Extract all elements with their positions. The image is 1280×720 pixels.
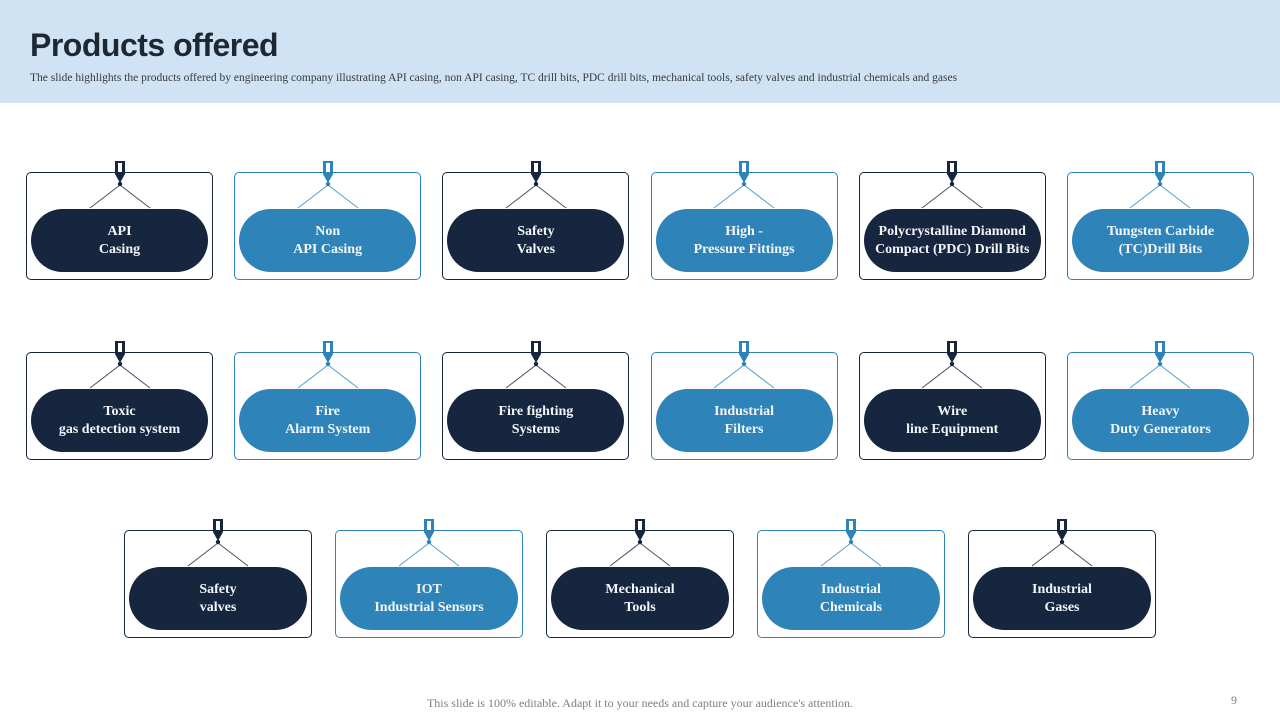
- crane-hook-icon: [706, 341, 782, 389]
- product-label-line2: Tools: [624, 599, 656, 615]
- crane-hook-icon: [290, 161, 366, 209]
- product-label-line2: Industrial Sensors: [374, 599, 484, 615]
- crane-hook-icon: [914, 161, 990, 209]
- product-pill: Wire line Equipment: [863, 389, 1041, 452]
- crane-hook-icon: [1024, 519, 1100, 567]
- product-label-line1: Heavy: [1141, 403, 1180, 419]
- page-number: 9: [1231, 693, 1237, 707]
- product-label-line1: Safety: [199, 581, 237, 597]
- product-label-line2: Compact (PDC) Drill Bits: [875, 241, 1030, 257]
- product-card-mechanical-tools[interactable]: Mechanical Tools: [546, 519, 734, 638]
- crane-hook-icon: [498, 341, 574, 389]
- product-label-line2: Pressure Fittings: [693, 241, 795, 257]
- product-card-industrial-gases[interactable]: Industrial Gases: [968, 519, 1156, 638]
- product-card-non-api-casing[interactable]: Non API Casing: [234, 161, 422, 280]
- product-label-line1: Polycrystalline Diamond: [878, 223, 1026, 239]
- product-card-wire-line-equipment[interactable]: Wire line Equipment: [858, 341, 1046, 460]
- product-card-fire-alarm-system[interactable]: Fire Alarm System: [234, 341, 422, 460]
- slide-subtitle: The slide highlights the products offere…: [30, 72, 958, 84]
- product-card-heavy-duty-generators[interactable]: Heavy Duty Generators: [1066, 341, 1254, 460]
- crane-hook-icon: [180, 519, 256, 567]
- product-label-line2: Filters: [724, 421, 764, 437]
- product-label-line1: Industrial: [821, 581, 881, 597]
- crane-hook-icon: [498, 161, 574, 209]
- slide-header: Products offered The slide highlights th…: [0, 0, 1280, 103]
- crane-hook-icon: [706, 161, 782, 209]
- product-pill: Tungsten Carbide (TC)Drill Bits: [1071, 209, 1249, 272]
- crane-hook-icon: [82, 161, 158, 209]
- page-title: Products offered: [30, 27, 279, 63]
- product-card-industrial-filters[interactable]: Industrial Filters: [650, 341, 838, 460]
- product-label-line1: Wire: [937, 403, 968, 419]
- product-pill: Safety Valves: [447, 209, 625, 272]
- product-label-line2: Duty Generators: [1110, 421, 1211, 437]
- crane-hook-icon: [914, 341, 990, 389]
- crane-hook-icon: [1122, 341, 1198, 389]
- product-card-pdc-drill-bits[interactable]: Polycrystalline Diamond Compact (PDC) Dr…: [858, 161, 1046, 280]
- product-card-toxic-gas-detection[interactable]: Toxic gas detection system: [26, 341, 213, 460]
- footer-note: This slide is 100% editable. Adapt it to…: [426, 696, 854, 710]
- product-label-line2: Casing: [98, 241, 141, 257]
- product-row-1: API Casing Non API Casing Safety Valves: [0, 161, 1280, 280]
- product-pill: Fire Alarm System: [239, 389, 417, 452]
- product-label-line1: Fire: [315, 403, 340, 419]
- product-pill: Industrial Gases: [973, 567, 1151, 630]
- crane-hook-icon: [602, 519, 678, 567]
- product-label-line2: valves: [199, 599, 237, 615]
- crane-hook-icon: [82, 341, 158, 389]
- product-label-line1: Fire fighting: [498, 403, 574, 419]
- product-label-line2: line Equipment: [906, 421, 999, 437]
- product-pill: IOT Industrial Sensors: [340, 567, 518, 630]
- product-label-line1: IOT: [416, 581, 442, 597]
- product-card-fire-fighting-systems[interactable]: Fire fighting Systems: [442, 341, 630, 460]
- product-label-line2: Systems: [511, 421, 560, 437]
- product-card-api-casing[interactable]: API Casing: [26, 161, 213, 280]
- product-label-line1: Toxic: [103, 403, 136, 419]
- product-pill: API Casing: [31, 209, 208, 272]
- crane-hook-icon: [391, 519, 467, 567]
- product-label-line1: High -: [725, 223, 763, 239]
- product-label-line2: Gases: [1044, 599, 1080, 615]
- product-pill: Mechanical Tools: [551, 567, 729, 630]
- product-label-line2: (TC)Drill Bits: [1118, 241, 1203, 257]
- product-label-line2: Alarm System: [285, 421, 371, 437]
- product-label-line2: API Casing: [293, 241, 363, 257]
- product-card-high-pressure-fittings[interactable]: High - Pressure Fittings: [650, 161, 838, 280]
- product-label-line1: Tungsten Carbide: [1106, 223, 1215, 239]
- product-label-line1: Non: [315, 223, 341, 239]
- product-pill: High - Pressure Fittings: [655, 209, 833, 272]
- product-label-line1: Mechanical: [605, 581, 675, 597]
- product-card-iot-industrial-sensors[interactable]: IOT Industrial Sensors: [335, 519, 523, 638]
- product-card-safety-valves-2[interactable]: Safety valves: [124, 519, 312, 638]
- product-label-line1: Safety: [517, 223, 555, 239]
- product-label-line2: Chemicals: [819, 599, 883, 615]
- product-label-line1: Industrial: [714, 403, 775, 419]
- product-pill: Industrial Filters: [655, 389, 833, 452]
- product-row-2: Toxic gas detection system Fire Alarm Sy…: [0, 341, 1280, 460]
- product-pill: Non API Casing: [239, 209, 417, 272]
- crane-hook-icon: [1122, 161, 1198, 209]
- product-pill: Polycrystalline Diamond Compact (PDC) Dr…: [863, 209, 1041, 272]
- product-pill: Industrial Chemicals: [762, 567, 940, 630]
- product-label-line1: API: [107, 223, 132, 239]
- product-pill: Fire fighting Systems: [447, 389, 625, 452]
- product-card-safety-valves[interactable]: Safety Valves: [442, 161, 630, 280]
- product-pill: Safety valves: [129, 567, 307, 630]
- product-label-line1: Industrial: [1032, 581, 1092, 597]
- product-row-3: Safety valves IOT Industrial Sensors Mec…: [0, 519, 1280, 638]
- product-card-tc-drill-bits[interactable]: Tungsten Carbide (TC)Drill Bits: [1066, 161, 1254, 280]
- product-pill: Heavy Duty Generators: [1071, 389, 1249, 452]
- product-label-line2: Valves: [516, 241, 556, 257]
- crane-hook-icon: [290, 341, 366, 389]
- product-pill: Toxic gas detection system: [31, 389, 208, 452]
- crane-hook-icon: [813, 519, 889, 567]
- product-label-line2: gas detection system: [58, 421, 181, 437]
- product-card-industrial-chemicals[interactable]: Industrial Chemicals: [757, 519, 945, 638]
